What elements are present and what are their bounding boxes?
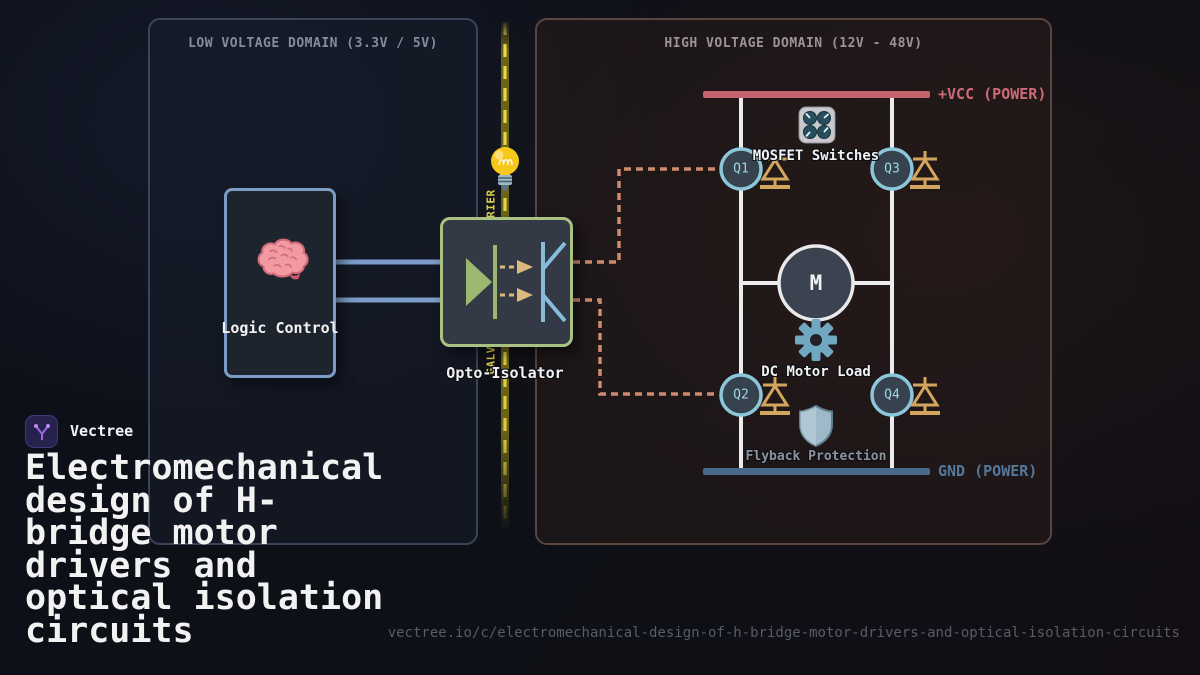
logic-to-opto-wires [336,259,442,303]
flyback-diode-symbols [760,151,940,415]
gnd-rail-bar [703,468,930,475]
brand-name: Vectree [70,422,134,440]
light-bulb-icon [491,147,519,191]
gnd-rail-label: GND (POWER) [938,462,1038,480]
mosfet-switches-label: MOSFET Switches [752,148,880,164]
flyback-protection-label: Flyback Protection [745,449,887,464]
logic-control-label: Logic Control [221,319,339,337]
control-knobs-icon [798,106,836,144]
transistor-q4-label: Q4 [884,387,900,403]
transistor-q1-label: Q1 [733,161,749,177]
page-title: Electromechanical design of H-bridge mot… [25,448,384,651]
mosfet-circles [719,147,914,417]
page-url: vectree.io/c/electromechanical-design-of… [387,625,1180,641]
opto-isolator-label: Opto-Isolator [446,364,564,382]
opto-isolator-box [440,217,573,347]
low-voltage-domain-title: LOW VOLTAGE DOMAIN (3.3V / 5V) [188,36,438,51]
logic-control-box: Logic Control [221,188,339,378]
vectree-logo [25,415,58,448]
high-voltage-domain-title: HIGH VOLTAGE DOMAIN (12V - 48V) [664,36,923,51]
vectree-branch-icon [33,423,50,440]
gear-icon [795,319,837,361]
gate-drive-dashed-wires [573,167,719,396]
transistor-q2-label: Q2 [733,387,749,403]
shield-icon [799,405,833,447]
opto-isolator-symbol [466,241,567,323]
transistor-q3-label: Q3 [884,161,900,177]
dc-motor-load-label: DC Motor Load [761,364,871,380]
vcc-rail-bar [703,91,930,98]
brain-icon [257,238,309,280]
motor-symbol-label: M [809,271,823,295]
vcc-rail-label: +VCC (POWER) [938,85,1047,103]
